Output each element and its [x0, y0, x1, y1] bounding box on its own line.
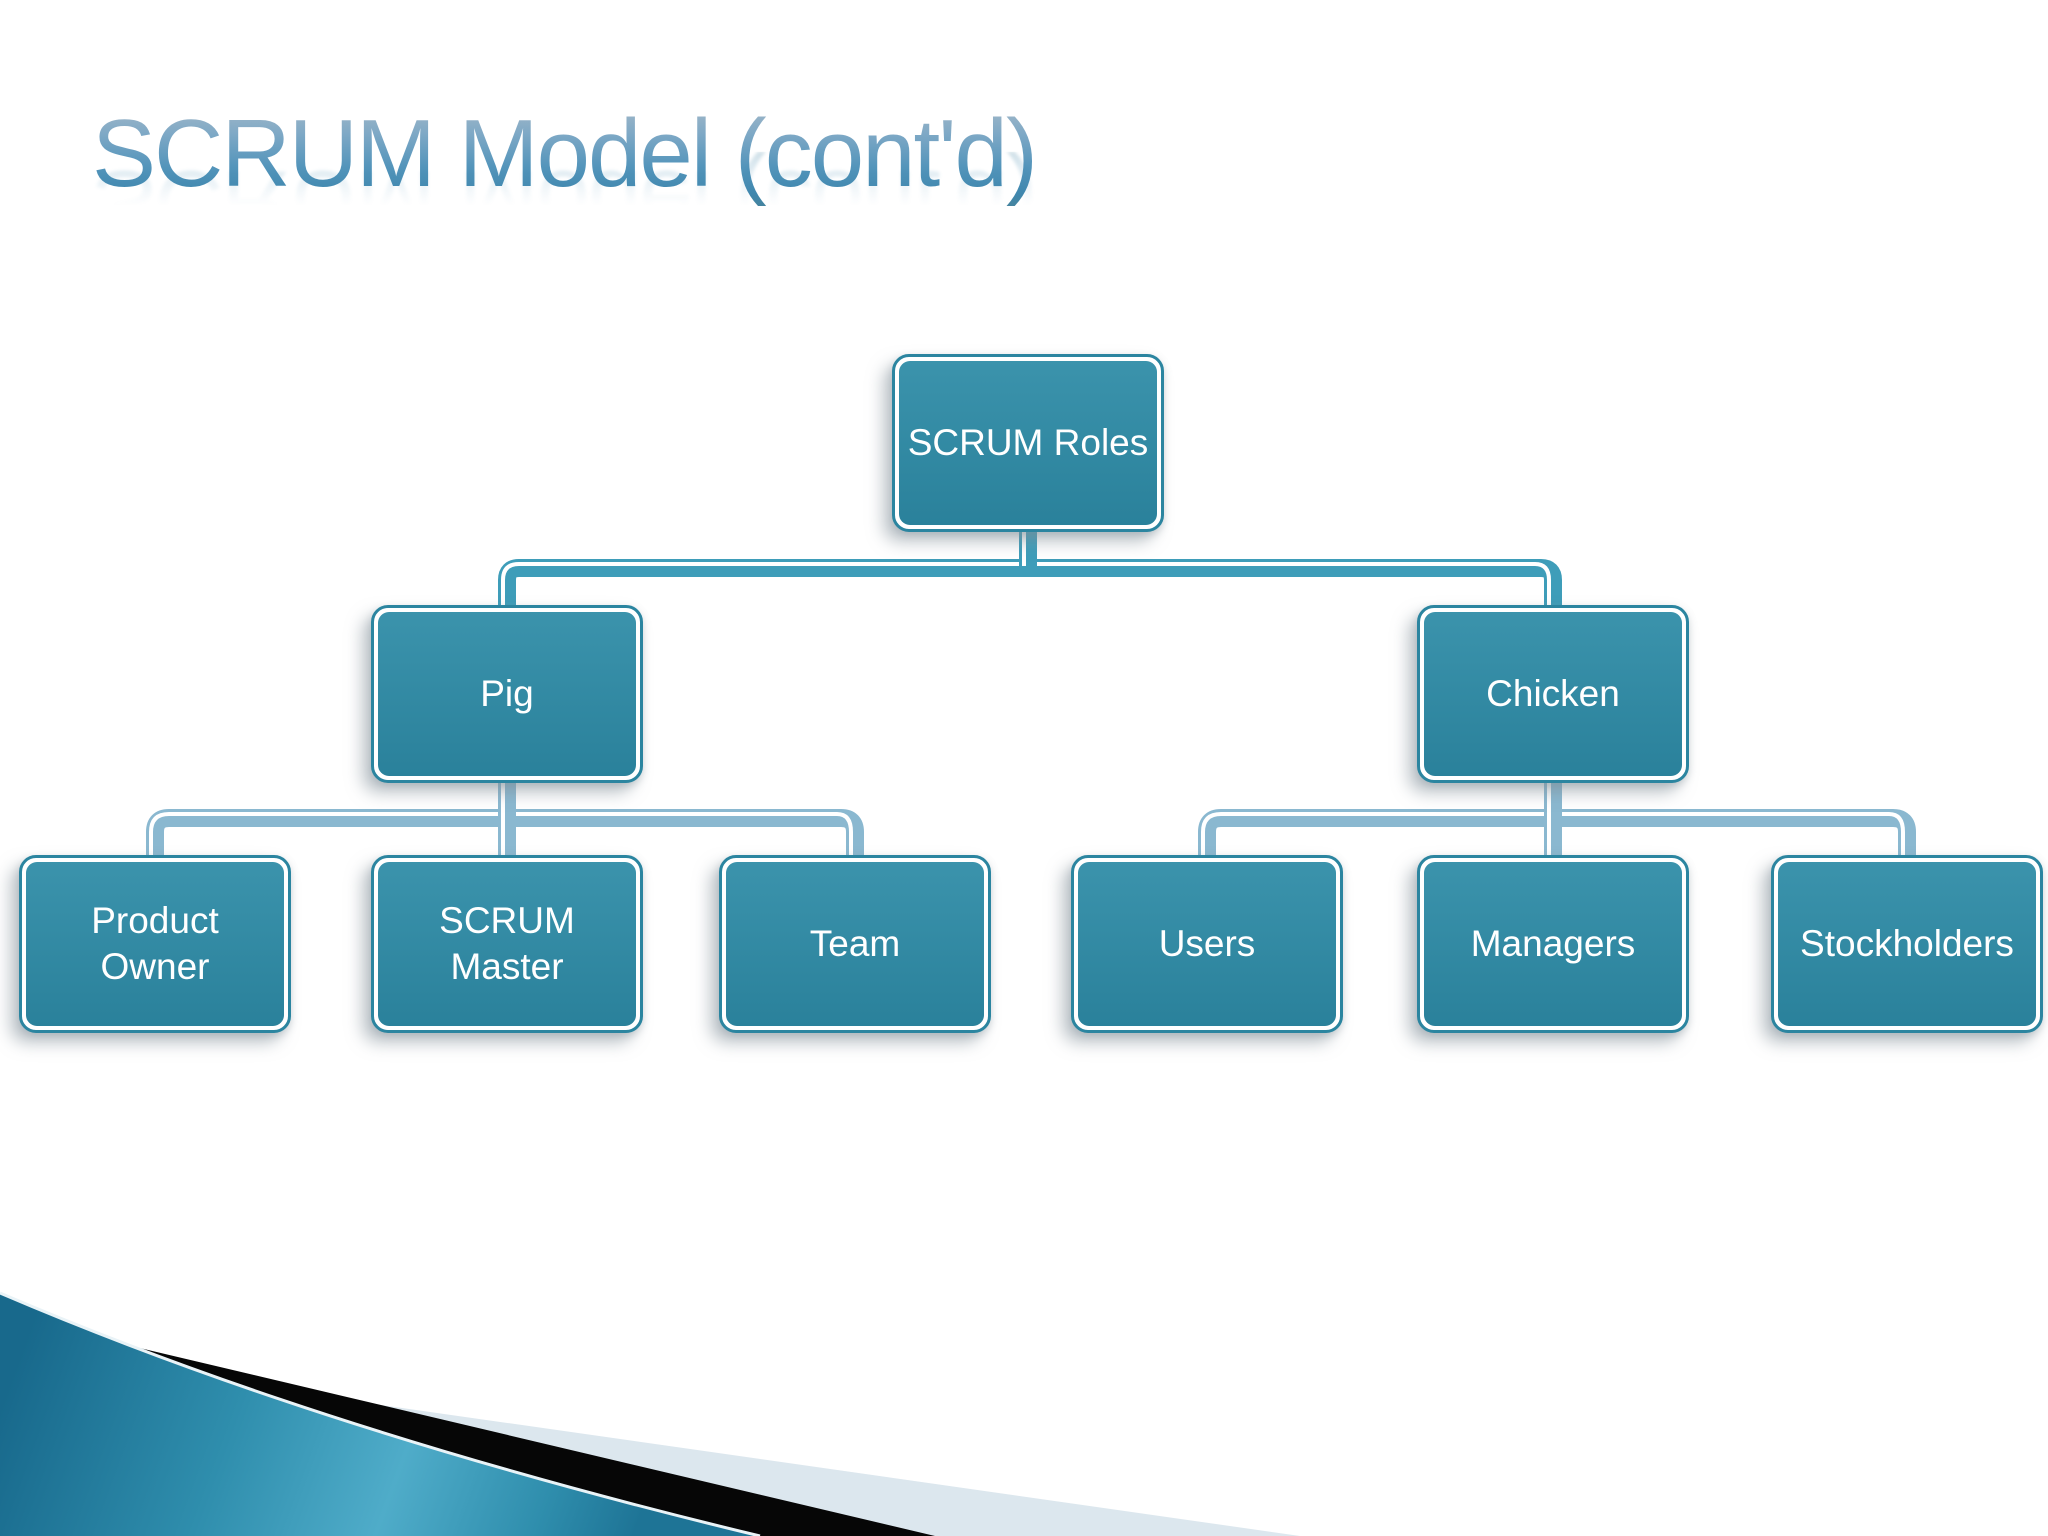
- node-scrum-master-body: SCRUM Master: [378, 862, 636, 1026]
- connector-level2-pig: [146, 778, 864, 862]
- node-scrum-master-label: SCRUM Master: [439, 900, 575, 987]
- node-chicken-body: Chicken: [1424, 612, 1682, 776]
- node-users: Users: [1071, 855, 1343, 1033]
- node-team-body: Team: [726, 862, 984, 1026]
- node-managers-body: Managers: [1424, 862, 1682, 1026]
- connector-level2-chicken: [1198, 778, 1916, 862]
- node-chicken-label: Chicken: [1486, 673, 1620, 715]
- node-users-body: Users: [1078, 862, 1336, 1026]
- node-stockholders-body: Stockholders: [1778, 862, 2036, 1026]
- connector-level1: [498, 526, 1562, 610]
- node-scrum-master: SCRUM Master: [371, 855, 643, 1033]
- node-team-label: Team: [809, 923, 901, 965]
- decoration-blue-band-highlight: [0, 1291, 761, 1536]
- decoration-black-stripe: [0, 1328, 935, 1536]
- node-pig: Pig: [371, 605, 643, 783]
- node-product-owner-label: Product Owner: [91, 900, 219, 987]
- node-managers-label: Managers: [1470, 923, 1636, 965]
- node-scrum-roles-body: SCRUM Roles: [899, 361, 1157, 525]
- node-managers: Managers: [1417, 855, 1689, 1033]
- node-scrum-roles: SCRUM Roles: [892, 354, 1164, 532]
- node-stockholders-label: Stockholders: [1800, 923, 2014, 965]
- decoration-blue-band: [0, 1293, 760, 1536]
- node-product-owner: Product Owner: [19, 855, 291, 1033]
- node-pig-body: Pig: [378, 612, 636, 776]
- decoration-pale-triangle: [0, 1372, 1300, 1536]
- page-title: SCRUM Model (cont'd): [92, 100, 1038, 208]
- node-users-label: Users: [1158, 923, 1256, 965]
- node-stockholders: Stockholders: [1771, 855, 2043, 1033]
- node-chicken: Chicken: [1417, 605, 1689, 783]
- node-team: Team: [719, 855, 991, 1033]
- node-scrum-roles-label: SCRUM Roles: [907, 422, 1149, 464]
- node-pig-label: Pig: [480, 673, 534, 715]
- node-product-owner-body: Product Owner: [26, 862, 284, 1026]
